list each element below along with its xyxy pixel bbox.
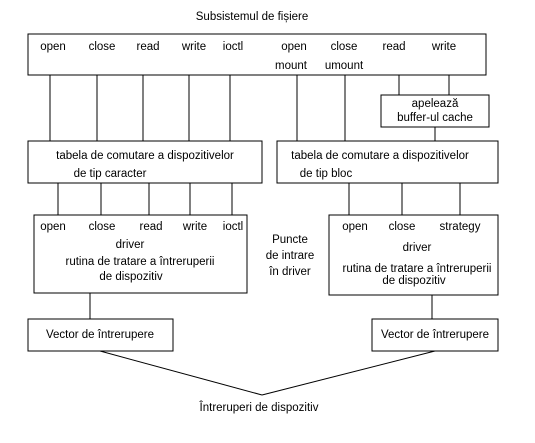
char-driver-handler-1: rutina de tratare a întreruperii — [66, 256, 215, 268]
fs-op-close: close — [89, 41, 116, 53]
char-driver-box — [33, 214, 248, 294]
block-driver-op-open: open — [342, 221, 368, 233]
block-switch-table — [276, 140, 499, 184]
fs-op-mount: mount — [275, 60, 308, 72]
fs-op-open: open — [40, 41, 66, 53]
fs-op-read-block: read — [382, 41, 405, 53]
fs-op-write-block: write — [431, 41, 456, 53]
char-switch-table — [27, 140, 263, 184]
block-driver-op-strategy: strategy — [440, 221, 481, 233]
char-switch-line-2: de tip caracter — [74, 168, 147, 180]
interrupt-vector-right — [371, 318, 499, 352]
char-driver-op-close: close — [89, 221, 116, 233]
char-driver-name: driver — [116, 239, 145, 251]
block-driver-name: driver — [403, 242, 432, 254]
connector-right-interrupts — [261, 350, 436, 396]
cache-line-2: buffer-ul cache — [397, 112, 473, 124]
connector-left-interrupts — [99, 350, 263, 396]
entry-points-line-1: Puncte — [272, 234, 308, 246]
char-driver-handler-2: de dispozitiv — [99, 271, 163, 283]
interrupt-vector-left — [27, 318, 174, 352]
block-switch-line-2: de tip bloc — [300, 168, 353, 180]
diagram-title: Subsistemul de fișiere — [196, 11, 309, 23]
interrupt-vector-left-label: Vector de întrerupere — [46, 329, 154, 341]
cache-line-1: apelează — [412, 98, 459, 110]
char-driver-op-ioctl: ioctl — [223, 221, 243, 233]
block-driver-box — [328, 214, 499, 296]
block-driver-op-close: close — [389, 221, 416, 233]
fs-op-close-block: close — [331, 41, 358, 53]
entry-points-line-3: în driver — [268, 266, 311, 278]
block-driver-handler-2: de dispozitiv — [382, 275, 446, 287]
fs-op-write: write — [181, 41, 206, 53]
fs-op-read: read — [136, 41, 159, 53]
file-subsystem-box — [27, 33, 487, 76]
block-driver-handler-1: rutina de tratare a întreruperii — [343, 263, 492, 275]
interrupt-vector-right-label: Vector de întrerupere — [381, 329, 489, 341]
fs-op-umount: umount — [325, 60, 364, 72]
char-driver-op-write: write — [182, 221, 207, 233]
char-driver-op-read: read — [139, 221, 162, 233]
device-interrupts-label: Întreruperi de dispozitiv — [199, 401, 319, 414]
fs-op-open-block: open — [281, 41, 307, 53]
fs-op-ioctl: ioctl — [223, 41, 243, 53]
char-switch-line-1: tabela de comutare a dispozitivelor — [56, 150, 234, 162]
block-switch-line-1: tabela de comutare a dispozitivelor — [291, 150, 469, 162]
entry-points-line-2: de intrare — [266, 250, 315, 262]
char-driver-op-open: open — [40, 221, 66, 233]
